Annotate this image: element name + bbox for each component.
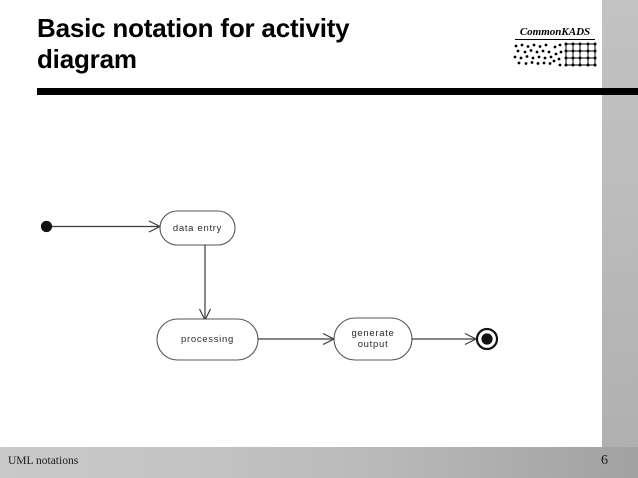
activity-diagram-svg <box>40 210 499 361</box>
footer-label: UML notations <box>8 455 79 467</box>
edge-processing-to-generate-output <box>258 332 336 346</box>
final-node[interactable] <box>475 327 499 351</box>
edge-start-to-data-entry <box>52 220 162 233</box>
right-side-band <box>602 0 638 447</box>
dots-to-grid-icon <box>513 42 597 67</box>
page-title-line-2: diagram <box>37 44 137 74</box>
slide-footer: UML notations 6 <box>0 447 638 478</box>
activity-node-data-entry[interactable] <box>159 210 236 246</box>
header-rule <box>37 88 638 95</box>
commonkads-wordmark: CommonKADS <box>515 26 595 40</box>
edge-data-entry-to-processing <box>198 245 212 322</box>
commonkads-logo: CommonKADS <box>513 26 597 72</box>
activity-node-generate-output[interactable] <box>333 317 413 361</box>
edge-generate-output-to-end <box>412 332 478 346</box>
page-title-line-1: Basic notation for activity <box>37 13 350 43</box>
initial-node[interactable] <box>40 220 53 233</box>
slide-header: Basic notation for activity diagram Comm… <box>0 0 602 88</box>
activity-diagram-canvas: data entry processing generate output <box>0 95 602 447</box>
page-title: Basic notation for activity diagram <box>37 13 477 75</box>
activity-node-processing[interactable] <box>156 318 259 361</box>
page-number: 6 <box>601 453 608 468</box>
